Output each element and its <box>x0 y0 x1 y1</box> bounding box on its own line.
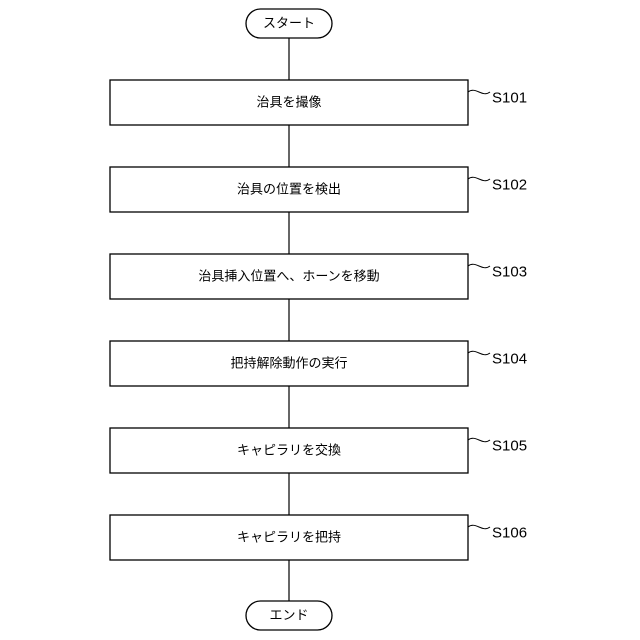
step-s106: キャピラリを把持 S106 <box>110 515 527 560</box>
process-label-s106: キャピラリを把持 <box>237 531 341 546</box>
end-node: エンド <box>246 601 332 630</box>
start-node: スタート <box>246 9 332 38</box>
step-s104: 把持解除動作の実行 S104 <box>110 341 527 386</box>
step-leader-s103 <box>468 264 490 267</box>
process-label-s103: 治具挿入位置へ、ホーンを移動 <box>198 270 379 285</box>
step-id-s105: S105 <box>492 438 527 455</box>
process-label-s101: 治具を撮像 <box>256 95 321 111</box>
end-label: エンド <box>269 609 308 624</box>
step-id-s104: S104 <box>492 351 527 368</box>
step-leader-s105 <box>468 438 490 441</box>
step-leader-s101 <box>468 90 490 93</box>
step-s103: 治具挿入位置へ、ホーンを移動 S103 <box>110 254 527 299</box>
step-id-s103: S103 <box>492 264 527 281</box>
process-label-s104: 把持解除動作の実行 <box>230 356 347 372</box>
step-s105: キャピラリを交換 S105 <box>110 428 527 473</box>
process-label-s102: 治具の位置を検出 <box>237 183 341 198</box>
step-s101: 治具を撮像 S101 <box>110 80 527 125</box>
step-leader-s106 <box>468 525 490 528</box>
process-label-s105: キャピラリを交換 <box>237 443 341 459</box>
step-id-s102: S102 <box>492 177 527 194</box>
step-leader-s102 <box>468 177 490 180</box>
step-leader-s104 <box>468 351 490 354</box>
start-label: スタート <box>263 17 315 32</box>
step-id-s101: S101 <box>492 90 527 107</box>
step-id-s106: S106 <box>492 525 527 542</box>
step-s102: 治具の位置を検出 S102 <box>110 167 527 212</box>
